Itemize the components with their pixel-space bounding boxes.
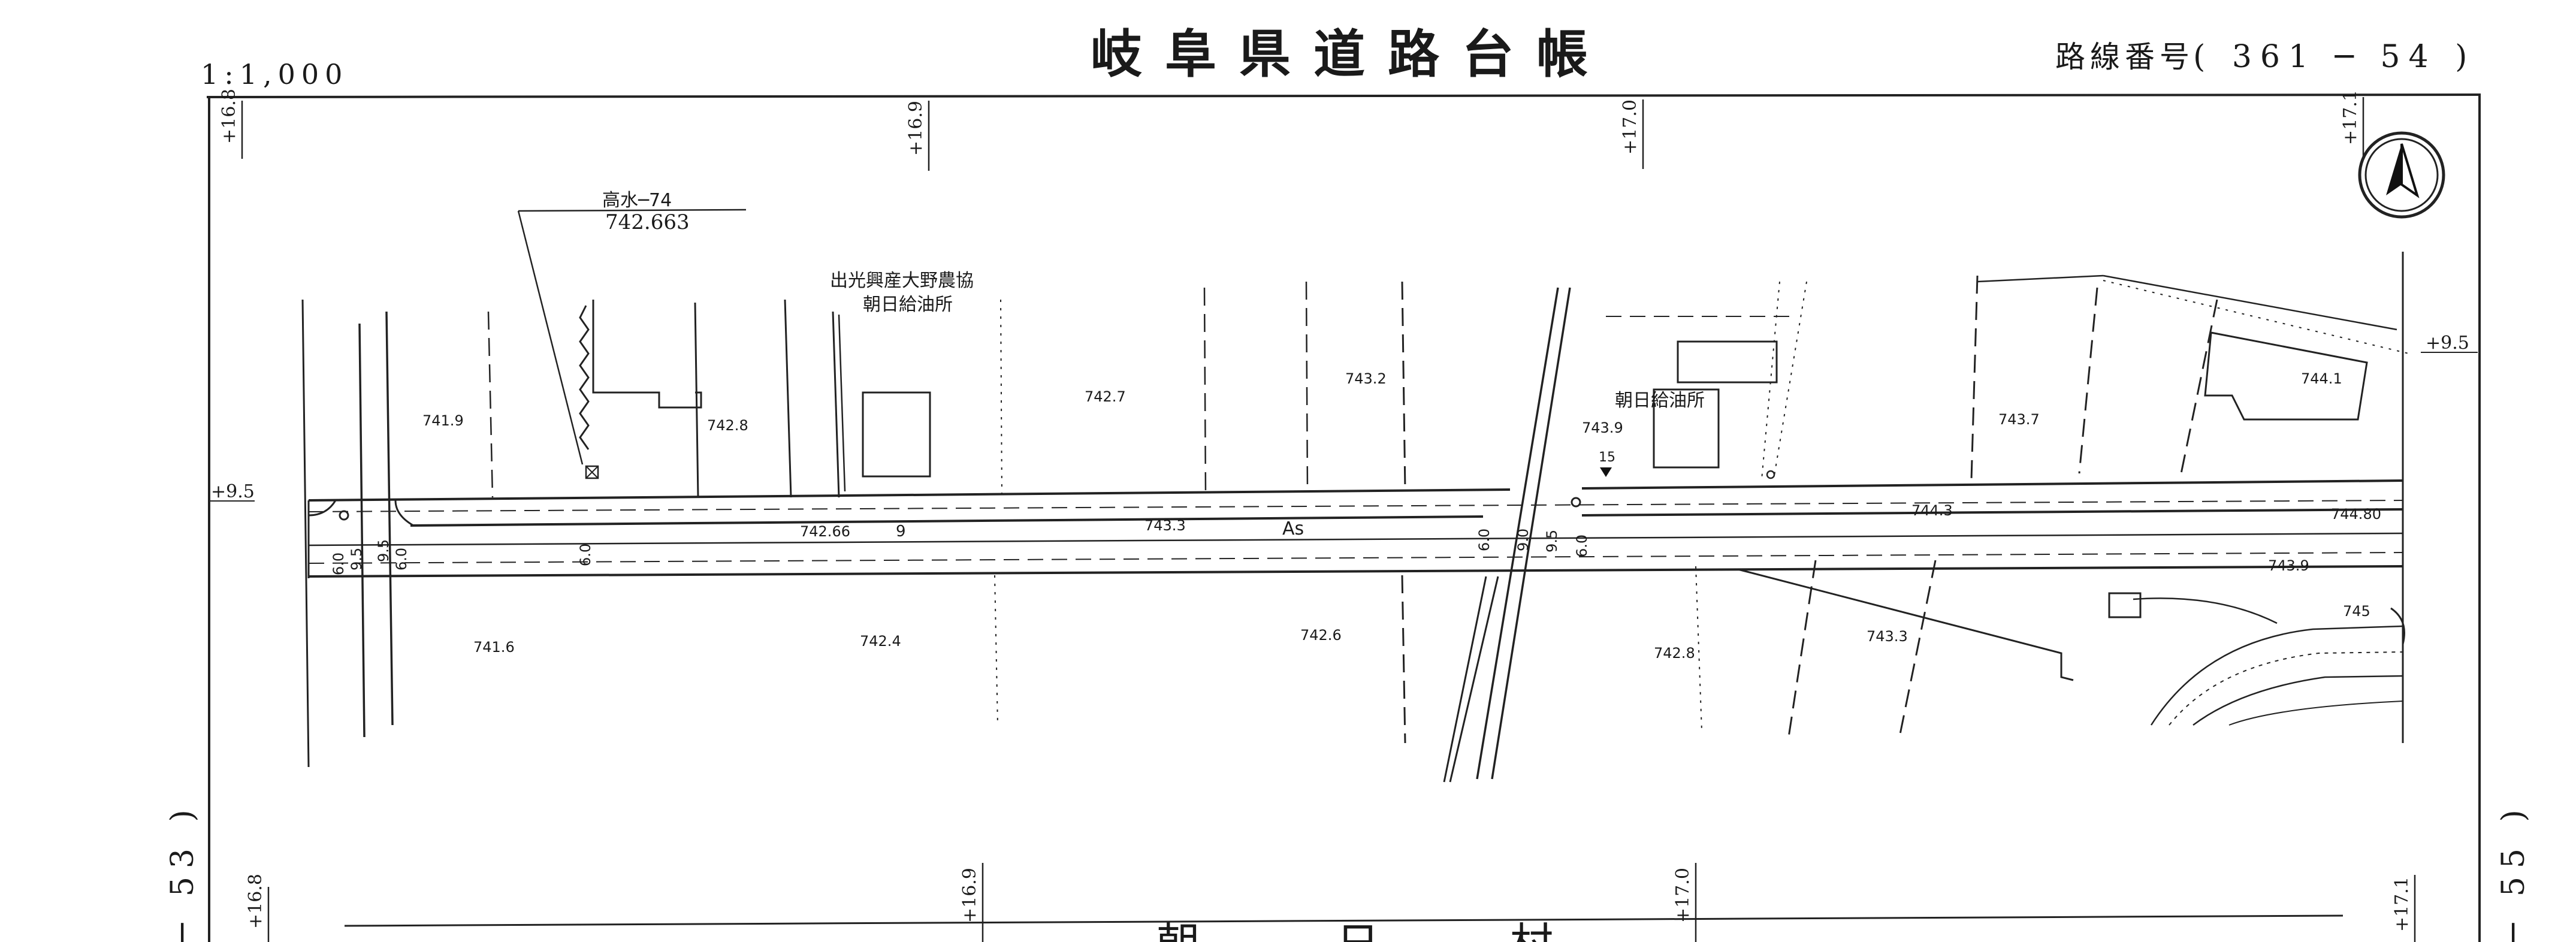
elev-16: 742.6 (1300, 627, 1342, 644)
marker-number: 15 (1599, 450, 1615, 465)
elev-14: 741.6 (473, 639, 515, 656)
elev-13: 745 (2343, 603, 2370, 620)
station-bottom-4: +17.1 (2391, 877, 2412, 932)
elev-6: 743.7 (1998, 411, 2040, 428)
elev-8: 742.66 (800, 523, 850, 540)
station-labels-top: +16.8 +16.9 +17.0 +17.1 (219, 89, 2364, 171)
station-bottom-3: +17.0 (1672, 868, 1693, 923)
elev-2: 742.8 (707, 417, 748, 434)
field-boundaries (301, 252, 2409, 768)
offset-left: +9.5 (211, 481, 255, 502)
width-8: 9.5 (1544, 530, 1560, 552)
station-top-2: +16.9 (905, 101, 926, 156)
width-4: 6.0 (393, 548, 410, 570)
elev-11: 744.80 (2331, 506, 2381, 523)
width-9: 6.0 (1574, 535, 1590, 557)
elev-1: 741.9 (422, 412, 464, 429)
station-labels-bottom: +16.8 +16.9 +17.0 +17.1 (245, 863, 2416, 942)
prev-sheet-label: ─ 53 ) (165, 801, 201, 942)
scale-label: 1:1,000 (201, 58, 348, 90)
station-bottom-2: +16.9 (959, 868, 980, 923)
elev-7: 744.1 (2301, 370, 2342, 387)
gas-station-2-label: 朝日給油所 (1615, 390, 1705, 411)
place-char-2: 日 (1336, 919, 1379, 942)
crossing-road (1443, 287, 1571, 783)
place-char-1: 朝 (1156, 919, 1200, 942)
gas-station-1-line2: 朝日給油所 (863, 294, 953, 315)
next-sheet-label: ─ 55 ) (2496, 801, 2532, 942)
width-3: 9.5 (375, 539, 392, 562)
surface-label: As (1282, 518, 1304, 539)
contour-lines (1737, 568, 2405, 726)
benchmark-name: 高水─74 (602, 190, 672, 211)
station-bottom-1: +16.8 (245, 874, 266, 929)
width-nine: 9 (896, 523, 906, 541)
page-title: 岐阜県道路台帳 (1091, 25, 1611, 84)
width-2: 9.5 (348, 548, 365, 570)
gas-station-1-line1: 出光興産大野農協 (830, 270, 974, 291)
elev-3: 742.7 (1085, 388, 1126, 405)
width-labels: 6.0 9.5 9.5 6.0 6.0 6.0 9.0 9.5 6.0 (330, 529, 1590, 575)
width-6: 6.0 (1476, 529, 1493, 551)
elev-17: 742.8 (1654, 645, 1695, 662)
station-top-4: +17.1 (2340, 90, 2361, 145)
benchmark-elevation: 742.663 (605, 210, 690, 234)
elev-12: 743.9 (2268, 557, 2309, 574)
station-top-1: +16.8 (219, 89, 240, 144)
width-5: 6.0 (577, 544, 594, 566)
elev-15: 742.4 (860, 633, 901, 650)
place-char-3: 村 (1510, 919, 1553, 942)
offset-right: +9.5 (2426, 333, 2469, 354)
north-arrow-icon (2358, 131, 2445, 219)
route-number: ( 361 ─ 54 ) (2193, 39, 2475, 75)
route-label: 路線番号 (2055, 40, 2194, 74)
benchmark-callout: 高水─74 742.663 (517, 190, 747, 479)
elev-5: 743.9 (1582, 419, 1623, 436)
elev-10: 744.3 (1911, 502, 1953, 519)
road-main (307, 470, 2403, 578)
sheet-frame (206, 93, 2481, 942)
lower-section: 朝 日 村 (344, 914, 2344, 942)
elev-4: 743.2 (1345, 370, 1387, 387)
width-7: 9.0 (1515, 529, 1532, 551)
spot-elevations: 741.9 742.8 742.7 743.2 743.9 743.7 744.… (422, 370, 2381, 662)
elev-9: 743.3 (1144, 517, 1186, 534)
elev-18: 743.3 (1867, 628, 1908, 645)
station-top-3: +17.0 (1620, 99, 1641, 155)
buildings (592, 300, 2368, 618)
marker-triangle-icon (1600, 467, 1612, 477)
width-1: 6.0 (330, 552, 347, 575)
